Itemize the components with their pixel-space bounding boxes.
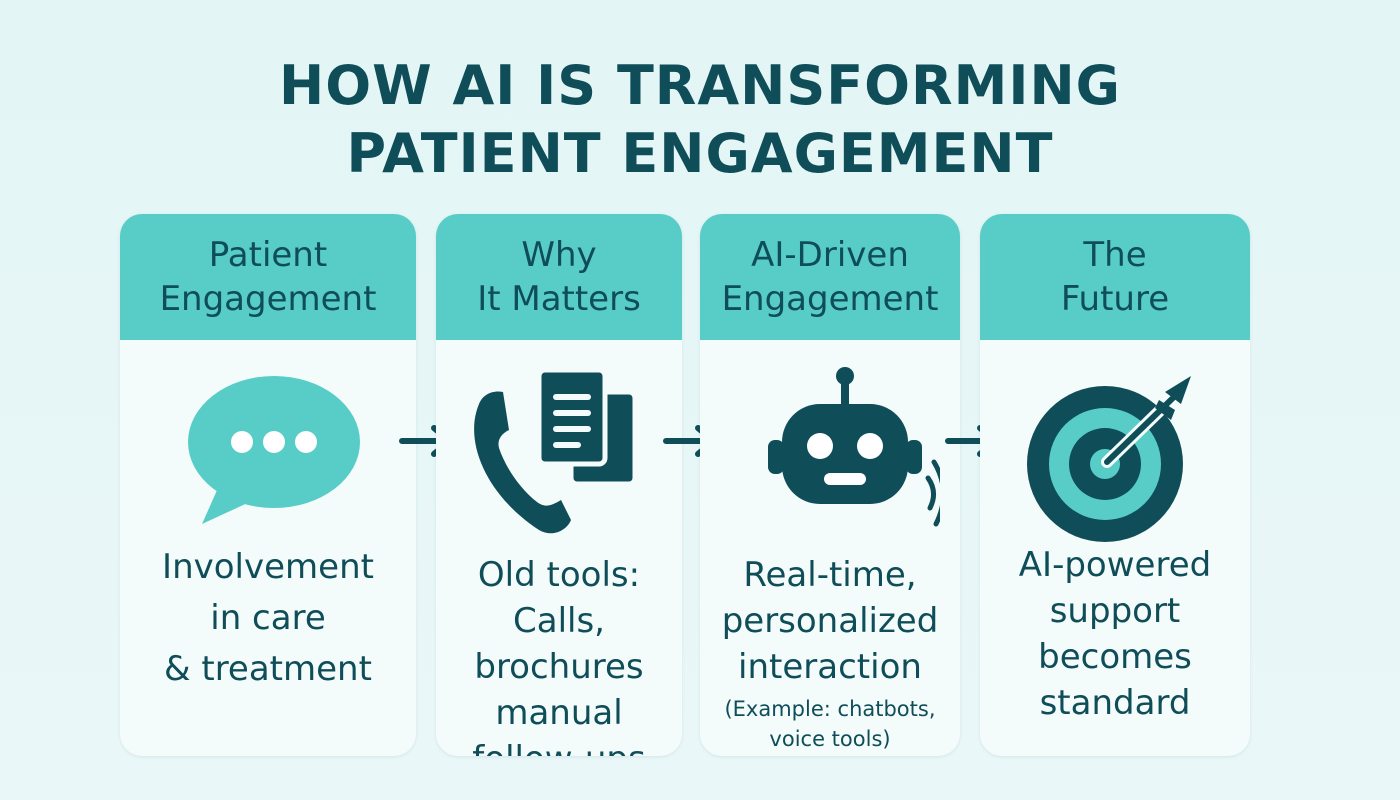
phone-and-documents-icon	[436, 360, 682, 550]
card-body-line: interaction	[738, 647, 922, 687]
card-body-line: Involvement	[162, 547, 374, 587]
card-header: The Future	[980, 214, 1250, 340]
card-header-line: The	[1083, 235, 1147, 275]
page-title: HOW AI IS TRANSFORMING PATIENT ENGAGEMEN…	[0, 52, 1400, 188]
card-note-line: voice tools)	[769, 727, 891, 751]
card-body-line: AI-powered	[1018, 545, 1212, 585]
card-body-line: Real-time,	[743, 555, 917, 595]
card-body-line: standard	[1039, 683, 1191, 723]
title-line-2: PATIENT ENGAGEMENT	[346, 122, 1054, 185]
target-arrow-icon	[980, 360, 1250, 550]
card-header: Why It Matters	[436, 214, 682, 340]
card-header-line: Patient	[208, 235, 328, 275]
card-header-line: AI-Driven	[751, 235, 909, 275]
card-the-future: The Future AI-powered support becomes st…	[980, 214, 1250, 756]
card-header-line: Why	[521, 235, 597, 275]
card-header: Patient Engagement	[120, 214, 416, 340]
card-body-line: support	[1049, 591, 1181, 631]
card-body: Old tools: Calls, brochures manual follo…	[436, 552, 682, 756]
robot-icon	[700, 360, 960, 550]
card-header: AI-Driven Engagement	[700, 214, 960, 340]
card-header-line: Engagement	[159, 279, 377, 319]
card-body: Involvement in care & treatment	[120, 542, 416, 695]
card-body-line: brochures	[474, 647, 644, 687]
card-body-line: manual	[495, 693, 623, 733]
card-header-line: Future	[1060, 279, 1170, 319]
card-body-line: in care	[210, 598, 326, 638]
card-body-line: personalized	[721, 601, 939, 641]
card-body-line: Old tools:	[477, 555, 641, 595]
card-header-line: It Matters	[477, 279, 641, 319]
card-ai-driven-engagement: AI-Driven Engagement Real-time, personal…	[700, 214, 960, 756]
card-body-line: Calls,	[513, 601, 605, 641]
card-note-line: (Example: chatbots,	[724, 697, 936, 721]
chat-bubble-icon	[120, 360, 416, 550]
card-body: AI-powered support becomes standard	[980, 542, 1250, 726]
card-body-line: becomes	[1038, 637, 1192, 677]
card-body-line: follow-ups	[436, 736, 682, 756]
card-patient-engagement: Patient Engagement Involvement in care &…	[120, 214, 416, 756]
card-header-line: Engagement	[721, 279, 939, 319]
card-body-line: & treatment	[164, 649, 372, 689]
title-line-1: HOW AI IS TRANSFORMING	[279, 54, 1121, 117]
card-why-it-matters: Why It Matters Old tools: Calls, brochur…	[436, 214, 682, 756]
card-body: Real-time, personalized interaction	[700, 552, 960, 690]
card-example-note: (Example: chatbots, voice tools)	[700, 694, 960, 754]
